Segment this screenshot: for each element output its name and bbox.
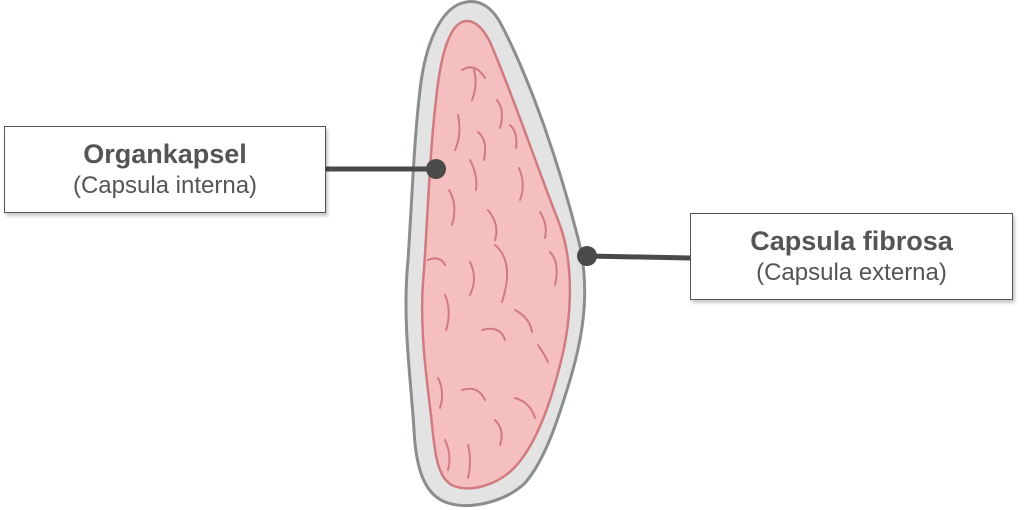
vessel-line bbox=[469, 159, 478, 191]
label-box-organkapsel: Organkapsel (Capsula interna) bbox=[4, 126, 326, 213]
vessel-line bbox=[454, 114, 461, 151]
vessel-line bbox=[427, 257, 446, 266]
vessel-line bbox=[461, 387, 486, 401]
vessel-line bbox=[518, 167, 524, 201]
vessel-line bbox=[477, 131, 487, 161]
vessel-line bbox=[494, 419, 503, 446]
vessel-line bbox=[437, 377, 444, 409]
vessel-line bbox=[461, 66, 486, 79]
vessel-line bbox=[496, 99, 503, 129]
label-box-capsula-fibrosa: Capsula fibrosa (Capsula externa) bbox=[690, 213, 1013, 300]
leader-dot-inner bbox=[426, 159, 446, 179]
vessel-line bbox=[469, 261, 475, 296]
vessel-line bbox=[467, 444, 471, 479]
vessel-line bbox=[514, 397, 536, 419]
vessel-line bbox=[487, 209, 498, 241]
vessel-line bbox=[471, 69, 477, 101]
leader-line-outer bbox=[586, 253, 691, 261]
vessel-line bbox=[481, 327, 506, 341]
vessel-line bbox=[537, 344, 549, 363]
vessel-line bbox=[514, 309, 533, 333]
vessel-line bbox=[494, 244, 509, 303]
vessel-line bbox=[539, 211, 547, 239]
leader-dot-outer bbox=[577, 246, 597, 266]
label-title-outer: Capsula fibrosa bbox=[750, 225, 953, 256]
vessel-line bbox=[509, 124, 518, 149]
label-subtitle-inner: (Capsula interna) bbox=[72, 172, 258, 200]
label-subtitle-outer: (Capsula externa) bbox=[756, 259, 947, 287]
label-title-inner: Organkapsel bbox=[83, 138, 247, 169]
vessel-line bbox=[448, 189, 456, 226]
vessel-line bbox=[549, 251, 558, 286]
vessel-line bbox=[444, 294, 450, 331]
vessel-line bbox=[444, 439, 451, 471]
tissue-vessels bbox=[427, 66, 558, 479]
